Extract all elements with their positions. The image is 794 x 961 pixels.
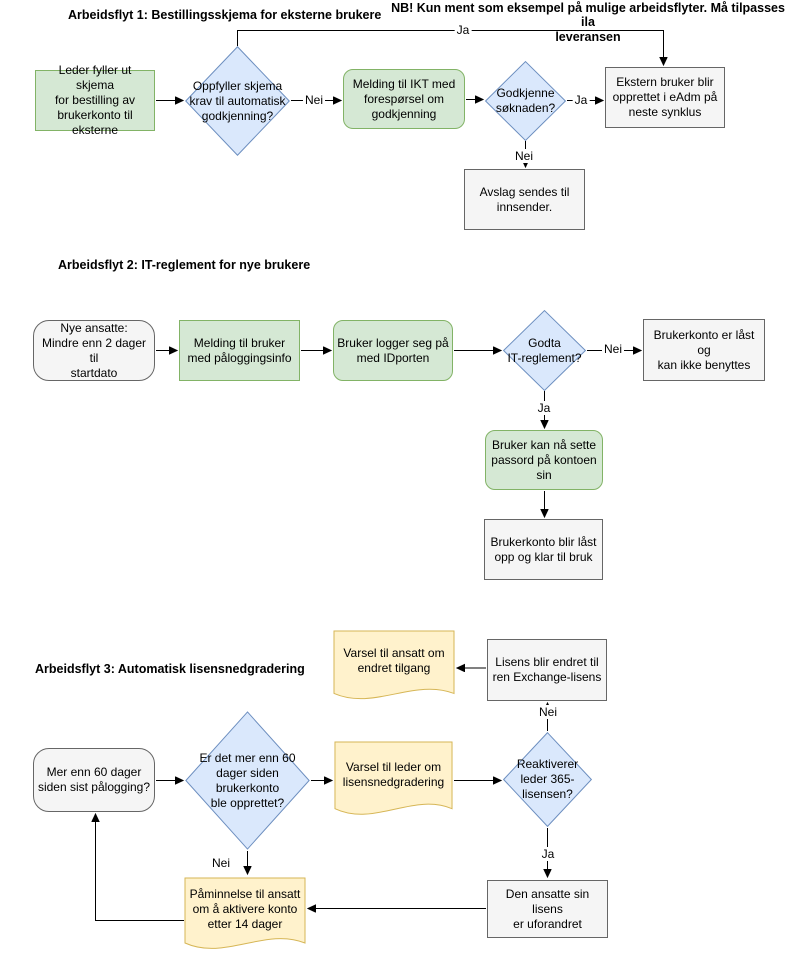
flow3-license-changed-label: Lisens blir endret til ren Exchange-lise… — [492, 655, 602, 684]
flow3-reminder-document: Påminnelse til ansatt om å aktivere kont… — [184, 877, 306, 955]
flow1-edge-label-nei: Nei — [302, 93, 326, 107]
flow3-reminder-label: Påminnelse til ansatt om å aktivere kont… — [189, 887, 301, 931]
flow2-start: Nye ansatte: Mindre enn 2 dager til star… — [33, 320, 155, 381]
flow2-message-label: Melding til bruker med påloggingsinfo — [187, 335, 292, 365]
flow1-ikt-request-label: Melding til IKT med forespørsel om godkj… — [352, 76, 456, 121]
flow1-decision-approve-label: Godkjenne søknaden? — [495, 86, 556, 115]
edge-f1-decision-ja-top-to-created — [237, 30, 664, 66]
flow2-login-process: Bruker logger seg på med IDporten — [333, 320, 453, 381]
flow1-rejected-label: Avslag sendes til innsender. — [479, 184, 570, 214]
flow3-unchanged-terminal: Den ansatte sin lisens er uforandret — [487, 880, 608, 938]
flow2-title: Arbeidsflyt 2: IT-reglement for nye bruk… — [58, 258, 311, 272]
flow2-unlocked-label: Brukerkonto blir låst opp og klar til br… — [490, 534, 597, 564]
flow1-ikt-request: Melding til IKT med forespørsel om godkj… — [343, 69, 465, 129]
flow1-created-label: Ekstern bruker blir opprettet i eAdm på … — [612, 75, 718, 119]
flow3-notice-employee-label: Varsel til ansatt om endret tilgang — [343, 646, 445, 675]
flow1-created-terminal: Ekstern bruker blir opprettet i eAdm på … — [605, 67, 725, 128]
flow1-start-process: Leder fyller ut skjema for bestilling av… — [35, 63, 155, 137]
flow2-login-label: Bruker logger seg på med IDporten — [337, 335, 449, 365]
flow3-notice-leader-document: Varsel til leder om lisensnedgradering — [334, 741, 453, 821]
flow2-decision-accept: Godta IT-reglement? — [503, 310, 586, 391]
flow1-decision-approve: Godkjenne søknaden? — [485, 61, 566, 141]
flow3-start: Mer enn 60 dager siden sist pålogging? — [33, 748, 155, 812]
flow3-edge-label-ja: Ja — [539, 847, 557, 861]
flow2-locked-terminal: Brukerkonto er låst og kan ikke benyttes — [643, 319, 765, 381]
flow3-decision-age-label: Er det mer enn 60 dager siden brukerkont… — [199, 750, 296, 810]
flow2-password-label: Bruker kan nå sette passord på kontoen s… — [491, 437, 597, 482]
flow1-edge-label-ja: Ja — [572, 93, 590, 107]
flow1-edge-label-ja-top: Ja — [454, 23, 472, 37]
flow3-decision-age: Er det mer enn 60 dager siden brukerkont… — [185, 711, 310, 850]
flow1-decision-auto-label: Oppfyller skjema krav til automatisk god… — [189, 78, 286, 123]
flow2-decision-accept-label: Godta IT-reglement? — [507, 335, 582, 365]
flow3-edge-label-nei-up: Nei — [536, 705, 560, 719]
flow3-unchanged-label: Den ansatte sin lisens er uforandret — [505, 886, 590, 931]
diagram-note: NB! Kun ment som eksempel på mulige arbe… — [391, 1, 785, 44]
flow2-message-process: Melding til bruker med påloggingsinfo — [179, 320, 300, 381]
flow1-decision-auto: Oppfyller skjema krav til automatisk god… — [185, 46, 290, 156]
flow3-title: Arbeidsflyt 3: Automatisk lisensnedgrade… — [35, 662, 305, 676]
flow3-decision-reactivate: Reaktiverer leder 365- lisensen? — [503, 732, 592, 827]
flow3-notice-leader-label: Varsel til leder om lisensnedgradering — [342, 759, 445, 789]
flow1-title: Arbeidsflyt 1: Bestillingsskjema for eks… — [68, 8, 382, 22]
flow3-license-changed-terminal: Lisens blir endret til ren Exchange-lise… — [487, 639, 607, 701]
flow2-start-label: Nye ansatte: Mindre enn 2 dager til star… — [41, 320, 147, 380]
flow1-edge-label-nei-down: Nei — [512, 149, 536, 163]
flow3-notice-employee-document: Varsel til ansatt om endret tilgang — [333, 630, 455, 705]
flow2-edge-label-nei: Nei — [601, 342, 625, 356]
flow3-decision-reactivate-label: Reaktiverer leder 365- lisensen? — [516, 757, 579, 801]
flow1-start-label: Leder fyller ut skjema for bestilling av… — [54, 63, 136, 137]
flow2-edge-label-ja: Ja — [535, 401, 553, 415]
flow3-start-label: Mer enn 60 dager siden sist pålogging? — [37, 765, 151, 794]
flow2-unlocked-terminal: Brukerkonto blir låst opp og klar til br… — [484, 519, 603, 580]
flow2-locked-label: Brukerkonto er låst og kan ikke benyttes — [653, 327, 755, 372]
flow2-password-process: Bruker kan nå sette passord på kontoen s… — [485, 430, 603, 490]
flow3-edge-label-nei-down: Nei — [209, 856, 233, 870]
edge-f3-reminder-loop-to-start — [96, 814, 184, 921]
flow1-rejected-terminal: Avslag sendes til innsender. — [464, 169, 585, 230]
